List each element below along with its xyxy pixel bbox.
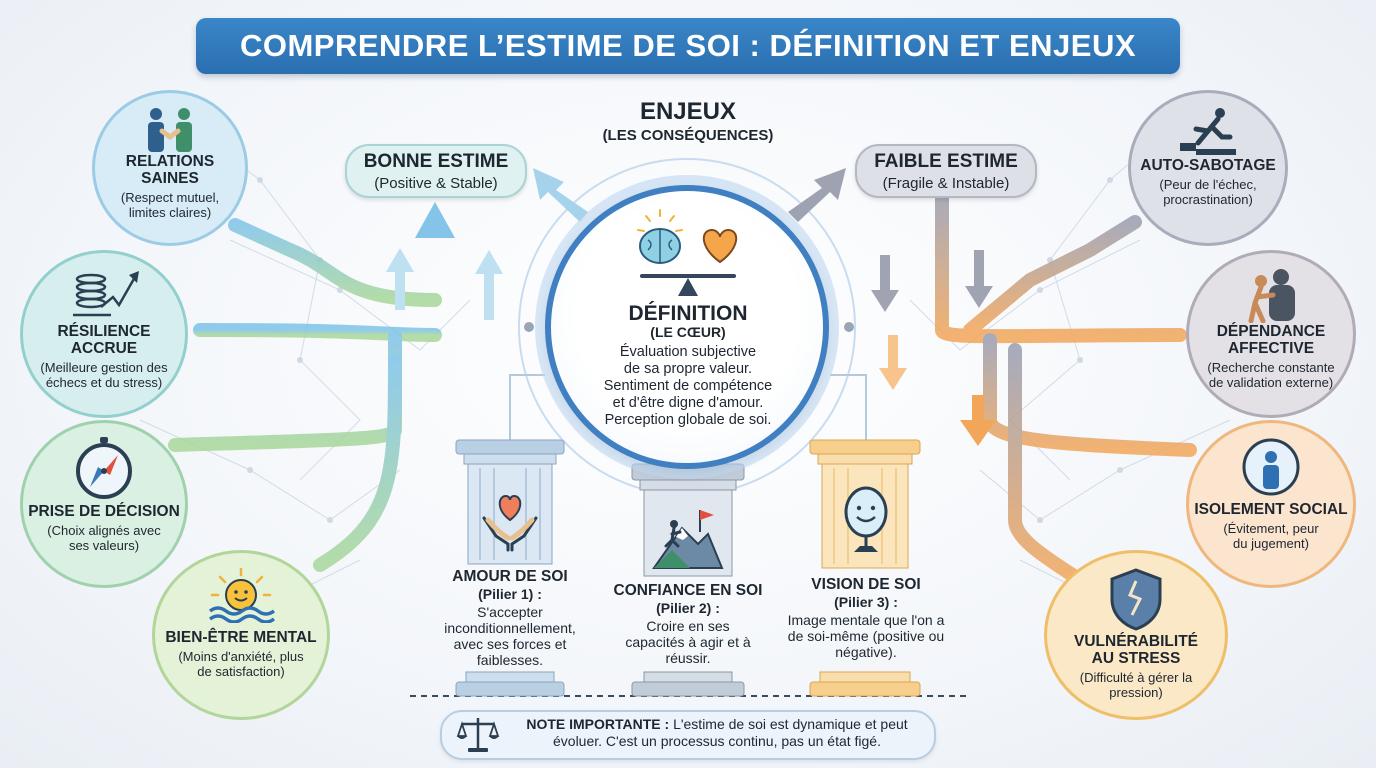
definition-subtitle: (LE CŒUR)	[650, 324, 726, 340]
definition-line: de sa propre valeur.	[623, 361, 753, 377]
outcome-desc: (Choix alignés avec ses valeurs)	[47, 523, 161, 553]
outcome-relations-saines: RELATIONS SAINES (Respect mutuel, limite…	[92, 90, 248, 246]
definition-line: Perception globale de soi.	[604, 412, 772, 428]
pillar-2-label: CONFIANCE EN SOI (Pilier 2) : Croire en …	[600, 582, 776, 666]
compass-icon	[76, 437, 132, 499]
outcome-title: BIEN-ÊTRE MENTAL	[165, 629, 317, 646]
outcome-desc: (Évitement, peur du jugement)	[1223, 521, 1319, 551]
outcome-desc: (Peur de l'échec, procrastination)	[1159, 177, 1257, 207]
mountain-flag-icon	[652, 510, 724, 569]
outcome-title: PRISE DE DÉCISION	[28, 503, 180, 520]
pillar-1-label: AMOUR DE SOI (Pilier 1) : S'accepter inc…	[428, 568, 592, 668]
definition-line: et d'être digne d'amour.	[612, 395, 764, 411]
pillar-desc: Image mentale que l'on a de soi-même (po…	[787, 612, 945, 660]
page-title: COMPRENDRE L’ESTIME DE SOI : DÉFINITION …	[239, 28, 1137, 63]
title-bar: COMPRENDRE L’ESTIME DE SOI : DÉFINITION …	[196, 18, 1180, 74]
pillar-title: CONFIANCE EN SOI	[613, 582, 763, 599]
low-esteem-title: FAIBLE ESTIME	[874, 150, 1018, 172]
low-esteem-pill: FAIBLE ESTIME (Fragile & Instable)	[855, 144, 1037, 198]
mirror-smile-icon	[844, 486, 888, 552]
outcome-title: RÉSILIENCE ACCRUE	[57, 323, 151, 357]
good-esteem-subtitle: (Positive & Stable)	[374, 174, 498, 192]
pillar-title: VISION DE SOI	[811, 576, 921, 593]
bubble-person-icon	[1242, 438, 1300, 496]
outcome-title: AUTO-SABOTAGE	[1140, 157, 1276, 174]
definition-text: Évaluation subjective de sa propre valeu…	[580, 344, 796, 429]
definition-line: Évaluation subjective	[619, 344, 757, 360]
outcome-prise-de-decision: PRISE DE DÉCISION (Choix alignés avec se…	[20, 420, 188, 588]
outcome-desc: (Recherche constante de validation exter…	[1207, 360, 1335, 390]
pillar-number: (Pilier 2) :	[656, 600, 720, 616]
outcome-desc: (Difficulté à gérer la pression)	[1079, 670, 1193, 700]
cracked-shield-icon	[1110, 568, 1162, 631]
outcome-auto-sabotage: AUTO-SABOTAGE (Peur de l'échec, procrast…	[1128, 90, 1288, 246]
handshake-icon	[148, 108, 192, 152]
outcome-title: RELATIONS SAINES	[125, 153, 215, 187]
pillar-3-label: VISION DE SOI (Pilier 3) : Image mentale…	[784, 576, 948, 660]
outcome-desc: (Meilleure gestion des échecs et du stre…	[40, 360, 168, 390]
outcome-isolement-social: ISOLEMENT SOCIAL (Évitement, peur du jug…	[1186, 420, 1356, 588]
enjeux-subtitle: (LES CONSÉQUENCES)	[602, 127, 774, 144]
hands-heart-icon	[482, 494, 538, 552]
definition-title: DÉFINITION	[628, 302, 748, 325]
note-text: NOTE IMPORTANTE : L'estime de soi est dy…	[512, 716, 922, 750]
enjeux-title: ENJEUX	[639, 98, 737, 125]
trip-person-icon	[1180, 108, 1236, 155]
outcome-title: DÉPENDANCE AFFECTIVE	[1216, 323, 1326, 357]
outcome-resilience-accrue: RÉSILIENCE ACCRUE (Meilleure gestion des…	[20, 250, 188, 418]
definition-circle	[545, 185, 829, 469]
balance-scale-icon	[456, 718, 500, 752]
leaning-people-icon	[1248, 269, 1295, 323]
pillar-desc: Croire en ses capacités à agir et à réus…	[625, 618, 751, 666]
outcome-title: ISOLEMENT SOCIAL	[1194, 501, 1348, 518]
pillar-desc: S'accepter inconditionnellement, avec se…	[444, 604, 576, 668]
pillar-number: (Pilier 1) :	[478, 586, 542, 602]
note-box	[440, 710, 936, 760]
definition-line: Sentiment de compétence	[603, 378, 773, 394]
sun-waves-icon	[208, 567, 276, 623]
outcome-bien-etre-mental: BIEN-ÊTRE MENTAL (Moins d'anxiété, plus …	[152, 550, 330, 720]
spring-arrow-icon	[73, 271, 139, 317]
outcome-vulnerabilite-au-stress: VULNÉRABILITÉ AU STRESS (Difficulté à gé…	[1044, 550, 1228, 720]
low-esteem-subtitle: (Fragile & Instable)	[882, 174, 1010, 192]
outcome-dependance-affective: DÉPENDANCE AFFECTIVE (Recherche constant…	[1186, 250, 1356, 418]
brain-heart-balance-icon	[637, 209, 738, 296]
note-body: L'estime de soi est dynamique et peut év…	[553, 716, 908, 749]
outcome-desc: (Respect mutuel, limites claires)	[120, 190, 220, 220]
outcome-desc: (Moins d'anxiété, plus de satisfaction)	[178, 649, 304, 679]
pillar-title: AMOUR DE SOI	[452, 568, 568, 585]
good-esteem-title: BONNE ESTIME	[363, 150, 509, 172]
outcome-title: VULNÉRABILITÉ AU STRESS	[1074, 633, 1198, 667]
good-esteem-pill: BONNE ESTIME (Positive & Stable)	[345, 144, 527, 198]
note-label: NOTE IMPORTANTE :	[526, 716, 670, 732]
pillar-number: (Pilier 3) :	[834, 594, 898, 610]
